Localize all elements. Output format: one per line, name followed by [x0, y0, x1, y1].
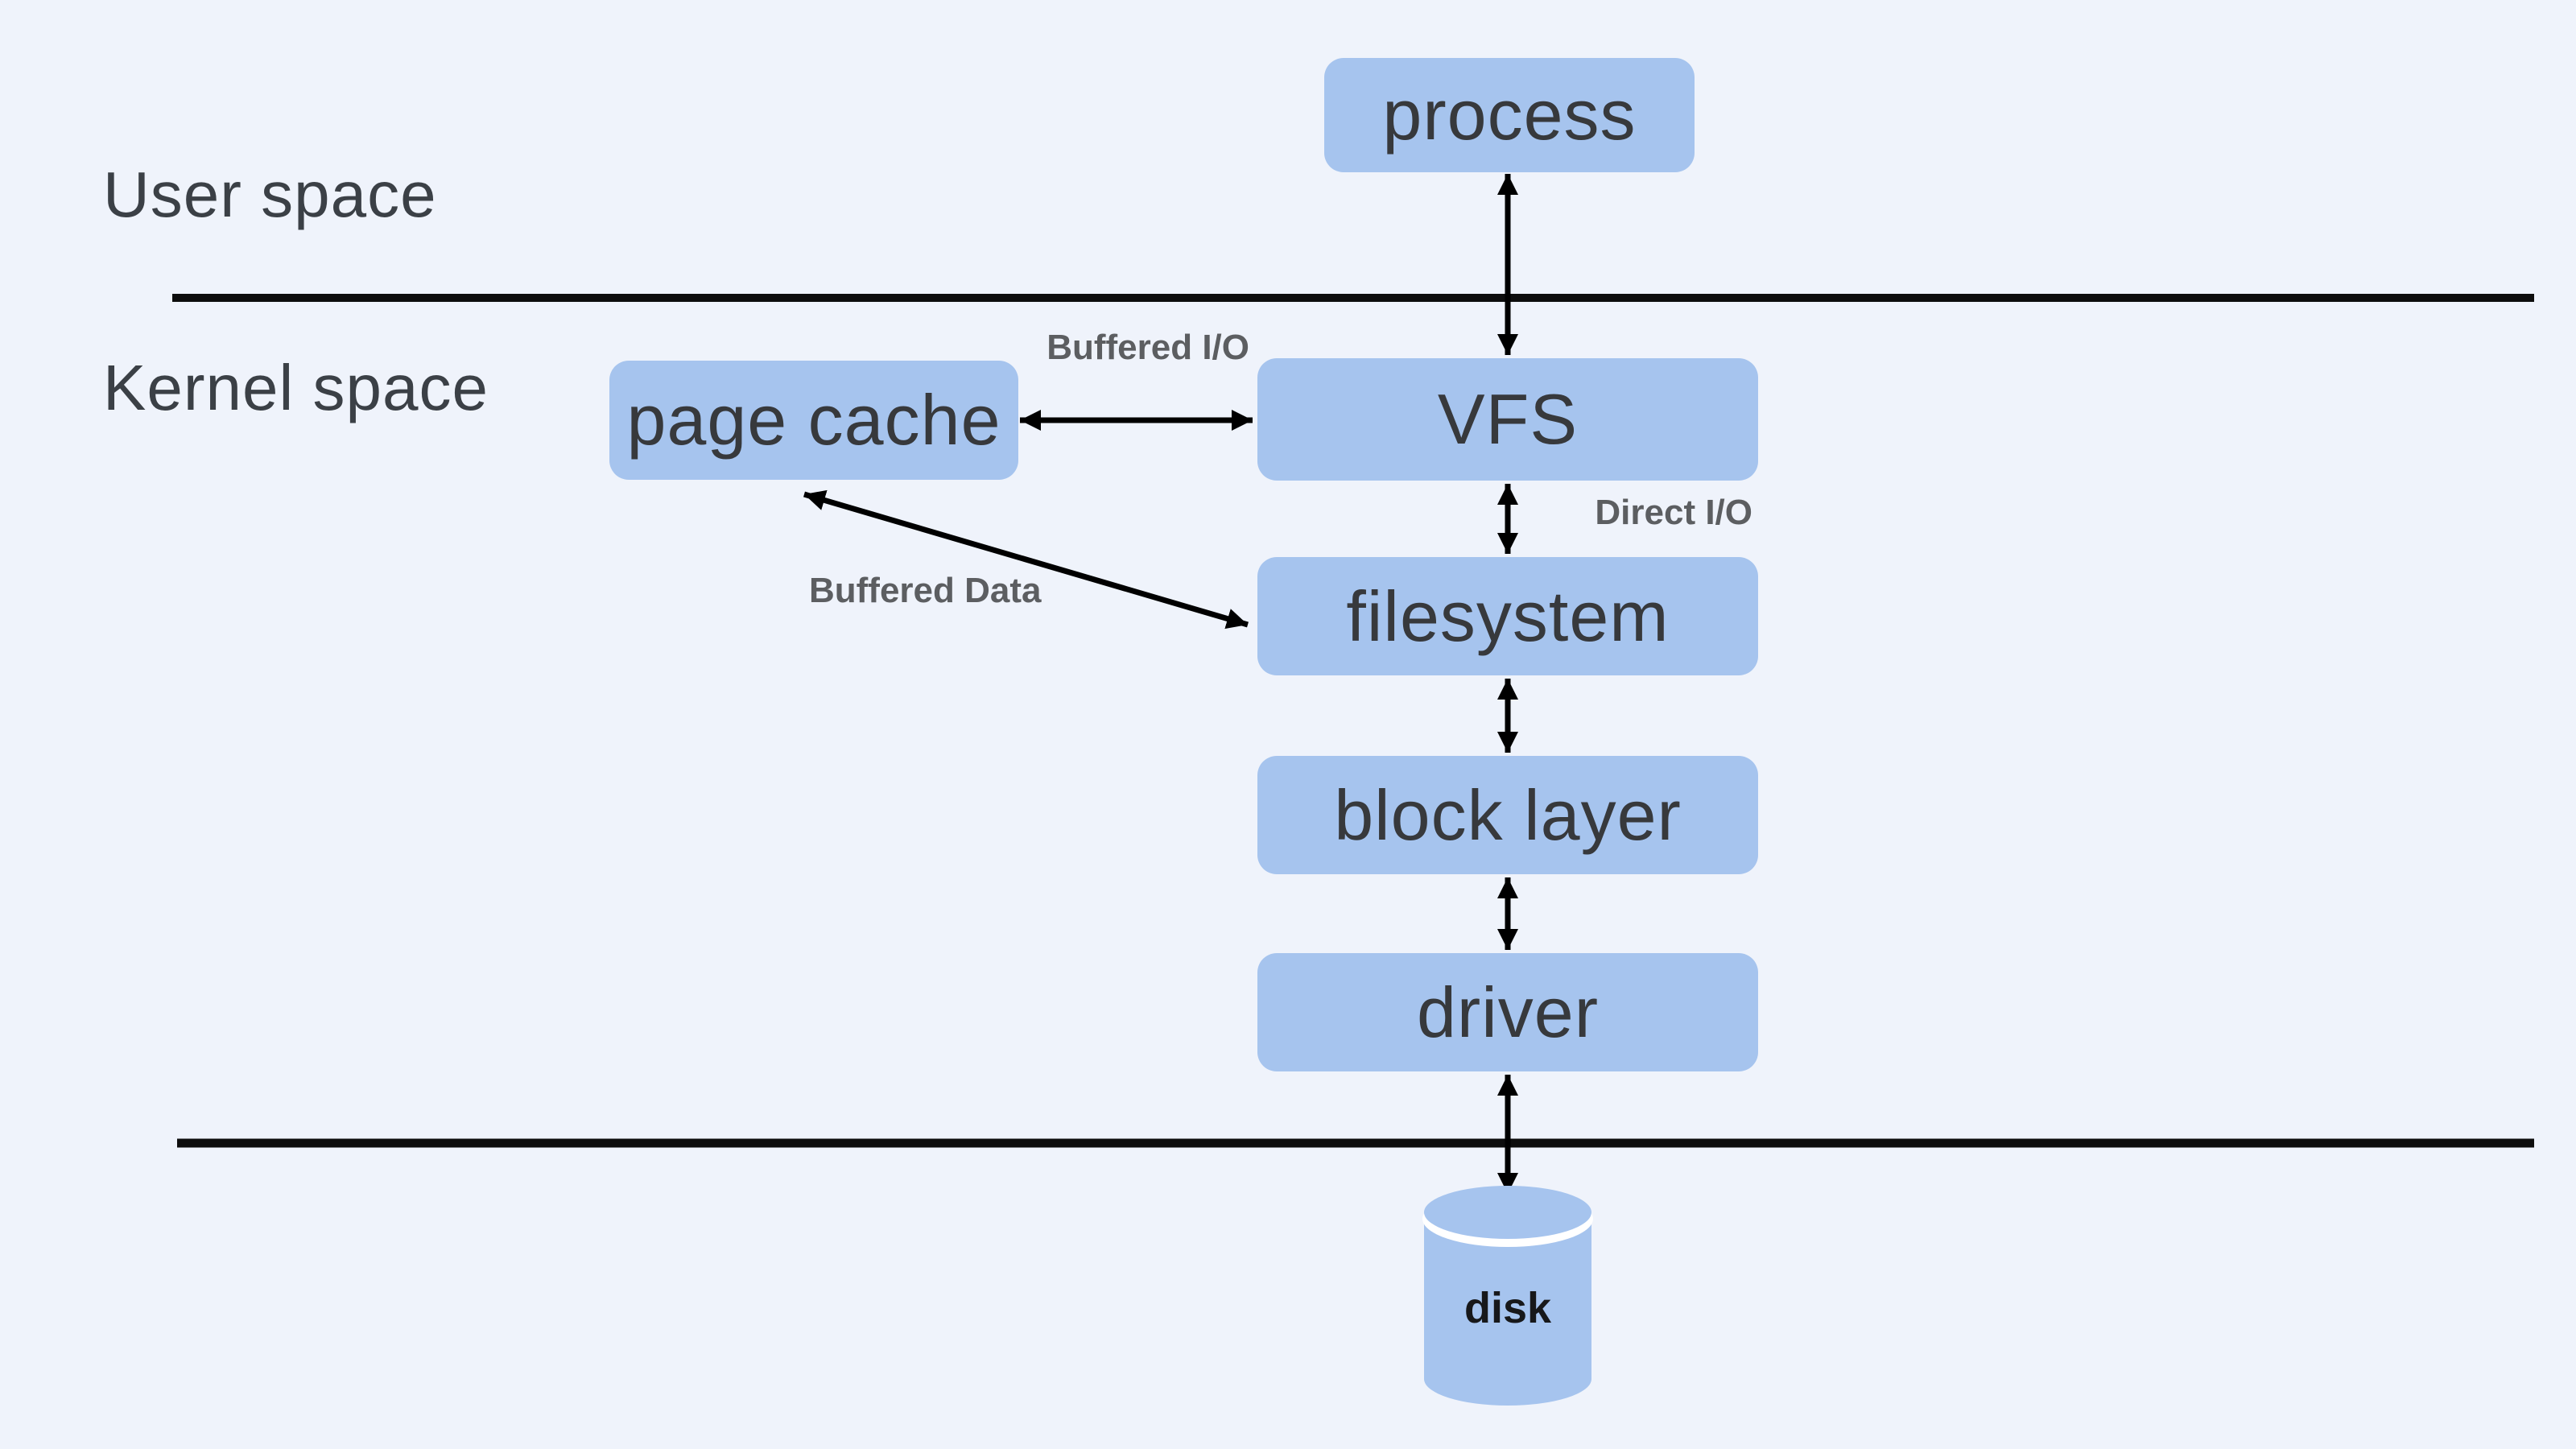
edge-label-buffered-io: Buffered I/O — [1046, 328, 1249, 367]
node-page-cache-label: page cache — [626, 380, 1001, 460]
node-page-cache: page cache — [609, 361, 1018, 480]
edge-label-direct-io: Direct I/O — [1595, 493, 1752, 532]
kernel-space-label: Kernel space — [103, 352, 489, 423]
node-driver: driver — [1257, 953, 1758, 1071]
arrow-page-cache-filesystem — [803, 489, 1249, 630]
node-driver-label: driver — [1416, 972, 1600, 1052]
node-vfs-label: VFS — [1437, 379, 1579, 459]
node-block-layer: block layer — [1257, 756, 1758, 874]
disk-cylinder-icon — [1422, 1186, 1593, 1406]
node-process-label: process — [1382, 75, 1637, 155]
node-vfs: VFS — [1257, 358, 1758, 481]
edge-label-buffered-data: Buffered Data — [809, 571, 1042, 610]
node-disk-label: disk — [1463, 1284, 1552, 1332]
node-filesystem: filesystem — [1257, 557, 1758, 675]
node-process: process — [1324, 58, 1695, 172]
user-space-label: User space — [103, 159, 437, 230]
node-filesystem-label: filesystem — [1346, 576, 1670, 656]
node-block-layer-label: block layer — [1334, 774, 1682, 855]
